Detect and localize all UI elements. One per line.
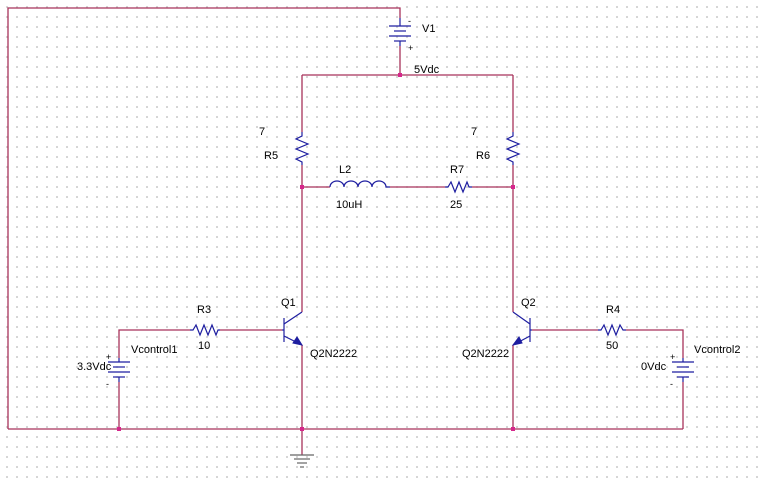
wire-vc1-top[interactable] xyxy=(118,329,190,358)
vcontrol1-value-label: 3.3Vdc xyxy=(77,361,112,373)
vcontrol1-minus: - xyxy=(106,379,109,389)
r5-value-label: 7 xyxy=(259,126,265,138)
vcontrol2-value-label: 0Vdc xyxy=(641,361,667,373)
v1-bottom-polarity: + xyxy=(408,43,413,53)
junction-bottom-q1[interactable] xyxy=(300,427,304,431)
wire-r4-to-vc2[interactable] xyxy=(626,329,684,358)
q1-name-label: Q1 xyxy=(281,297,296,309)
vcontrol2-plus: + xyxy=(670,352,675,362)
v1-name-label: V1 xyxy=(422,23,435,35)
vcontrol1-plus: + xyxy=(106,352,111,362)
battery-vcontrol1[interactable]: + - xyxy=(106,352,130,389)
r4-name-label: R4 xyxy=(606,304,620,316)
junction-bottom-q2[interactable] xyxy=(511,427,515,431)
v1-value-label: 5Vdc xyxy=(414,64,440,76)
resistor-r4[interactable] xyxy=(598,323,626,337)
inductor-l2[interactable] xyxy=(329,180,390,188)
vcontrol1-name-label: Vcontrol1 xyxy=(131,344,177,356)
l2-name-label: L2 xyxy=(339,164,351,176)
r3-value-label: 10 xyxy=(198,340,210,352)
junction-top-rail[interactable] xyxy=(398,73,402,77)
junction-right-mid[interactable] xyxy=(511,185,515,189)
transistor-q2[interactable] xyxy=(511,311,532,346)
q2-name-label: Q2 xyxy=(521,297,536,309)
v1-top-polarity: - xyxy=(408,16,411,26)
vcontrol2-minus: - xyxy=(670,379,673,389)
r4-value-label: 50 xyxy=(606,340,618,352)
resistor-r5[interactable] xyxy=(294,132,310,165)
r5-name-label: R5 xyxy=(264,150,278,162)
r7-name-label: R7 xyxy=(450,164,464,176)
l2-value-label: 10uH xyxy=(336,199,362,211)
vcontrol2-name-label: Vcontrol2 xyxy=(694,344,740,356)
resistor-r7[interactable] xyxy=(445,180,472,194)
wires xyxy=(7,7,684,455)
resistor-r6[interactable] xyxy=(505,132,521,165)
r7-value-label: 25 xyxy=(450,199,462,211)
r3-name-label: R3 xyxy=(197,304,211,316)
battery-vcontrol2[interactable]: + - xyxy=(670,352,694,389)
q2-model-label: Q2N2222 xyxy=(462,348,509,360)
r6-value-label: 7 xyxy=(471,126,477,138)
resistor-r3[interactable] xyxy=(190,323,220,337)
r6-name-label: R6 xyxy=(476,150,490,162)
transistor-q1[interactable] xyxy=(282,311,304,346)
junction-left-mid[interactable] xyxy=(300,185,304,189)
ground-symbol[interactable] xyxy=(290,454,314,468)
q1-model-label: Q2N2222 xyxy=(310,348,357,360)
battery-v1[interactable]: - + V1 xyxy=(389,16,435,53)
wire-left-loop[interactable] xyxy=(7,7,401,429)
junctions xyxy=(117,73,515,431)
junction-bottom-vc1[interactable] xyxy=(117,427,121,431)
